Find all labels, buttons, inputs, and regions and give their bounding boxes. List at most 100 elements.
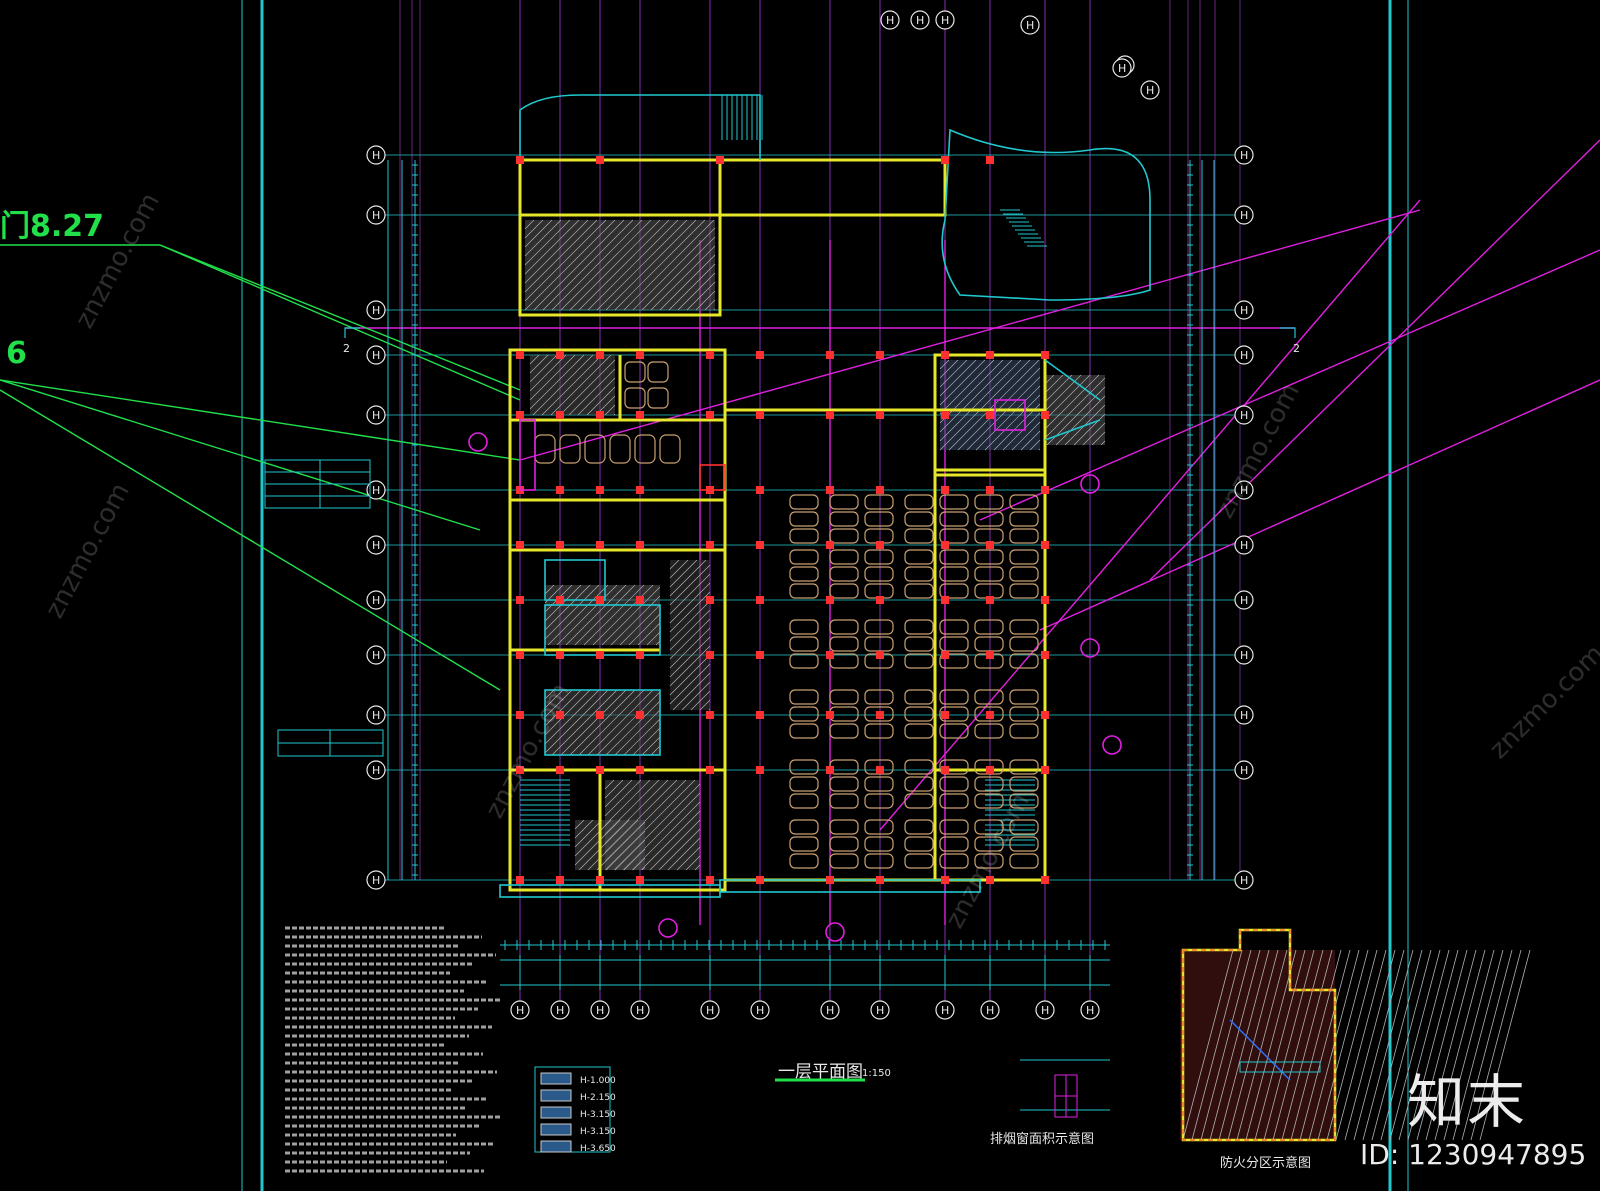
column [556,711,564,719]
note-table-upper [264,459,371,509]
column [636,651,644,659]
hatch-line [623,718,661,756]
hatch-line [676,846,701,871]
hatch-line [601,586,661,646]
elevation-legend: H-1.000 H-2.150 H-3.150 H-3.150 H-3.650 [534,1066,616,1154]
dining-table [1009,549,1039,565]
brand-watermark: 知末 [1407,1068,1528,1136]
fire-zone-hatch-line [1452,949,1504,1141]
window-detail-title: 排烟窗面积示意图 [990,1131,1094,1147]
dining-table [939,836,969,852]
dining-table [829,776,859,792]
hatch-line [669,559,689,579]
hatch-line [551,219,643,311]
dining-table [829,494,859,510]
column [756,711,764,719]
fire-zone-hatch-line [1245,949,1297,1141]
column [986,156,994,164]
column [1041,651,1049,659]
dining-table [789,793,819,809]
column [986,541,994,549]
grid-bubble-label: H [372,304,380,317]
column [1041,876,1049,884]
dining-table [1009,853,1039,869]
dining-table [904,853,934,869]
grid-bubble [1234,480,1254,500]
hatch-line [574,819,585,830]
hatch-line [669,645,711,687]
hatch-line [984,394,1041,451]
column [826,876,834,884]
grid-bubble-label: H [706,1004,714,1017]
column [756,486,764,494]
hatch-line [669,600,711,642]
grid-bubble-label: H [1041,1004,1049,1017]
grid-bubble-label: H [372,409,380,422]
hatch-line [529,354,567,392]
column [596,651,604,659]
dining-table [1009,776,1039,792]
grid-bubble-label: H [916,14,924,27]
hatch-line [939,359,968,388]
column [706,711,714,719]
hatch-line [966,376,1041,451]
column [876,876,884,884]
grid-bubble [366,145,386,165]
legend-swatch [540,1106,572,1119]
section-mark-left: 2 [343,342,350,355]
column [706,411,714,419]
column [636,351,644,359]
hatch-line [658,828,701,871]
column [826,486,834,494]
hatch-line [641,866,646,871]
dining-table [904,619,934,635]
hatch-line [623,848,646,871]
column [941,711,949,719]
column [826,766,834,774]
grid-bubble [1112,58,1132,78]
dining-table [789,836,819,852]
dining-table [974,689,1004,705]
dining-table [864,723,894,739]
fire-zone-hatch-line [1470,949,1522,1141]
hatch-line [544,689,564,709]
hatch-line [1073,413,1106,446]
dining-table [584,434,606,464]
column [556,486,564,494]
hatch-line [1038,448,1041,451]
hatch-line [544,584,555,595]
dining-table [789,549,819,565]
fire-zone-hatch-line [1182,949,1234,1141]
grid-bubble-label: H [1240,874,1248,887]
grid-bubble [1080,1000,1100,1020]
dining-table [609,434,631,464]
grid-bubble [366,205,386,225]
elevation-legend-item: H-3.150 [580,1127,616,1137]
hatch-line [681,681,711,711]
hatch-line [669,559,680,570]
column [941,486,949,494]
hatch-line [524,219,562,257]
hatch-line [637,622,661,646]
grid-bubble-label: H [1240,409,1248,422]
dining-table [939,511,969,527]
column [706,596,714,604]
callout-leaders [0,244,521,691]
column [556,541,564,549]
column [596,876,604,884]
building-plan [468,94,1151,942]
column [876,596,884,604]
grid-bubble [590,1000,610,1020]
grid-bubble [1035,1000,1055,1020]
hatch-line [550,354,612,416]
dining-table [939,853,969,869]
grid-bubble-label: H [1240,349,1248,362]
grid-bubble-label: H [636,1004,644,1017]
column [941,876,949,884]
fire-zone-hatch-line [1281,949,1333,1141]
legend-swatch [540,1072,572,1085]
dining-table [1009,689,1039,705]
hatch-line [587,219,679,311]
dining-table [864,619,894,635]
column [516,876,524,884]
